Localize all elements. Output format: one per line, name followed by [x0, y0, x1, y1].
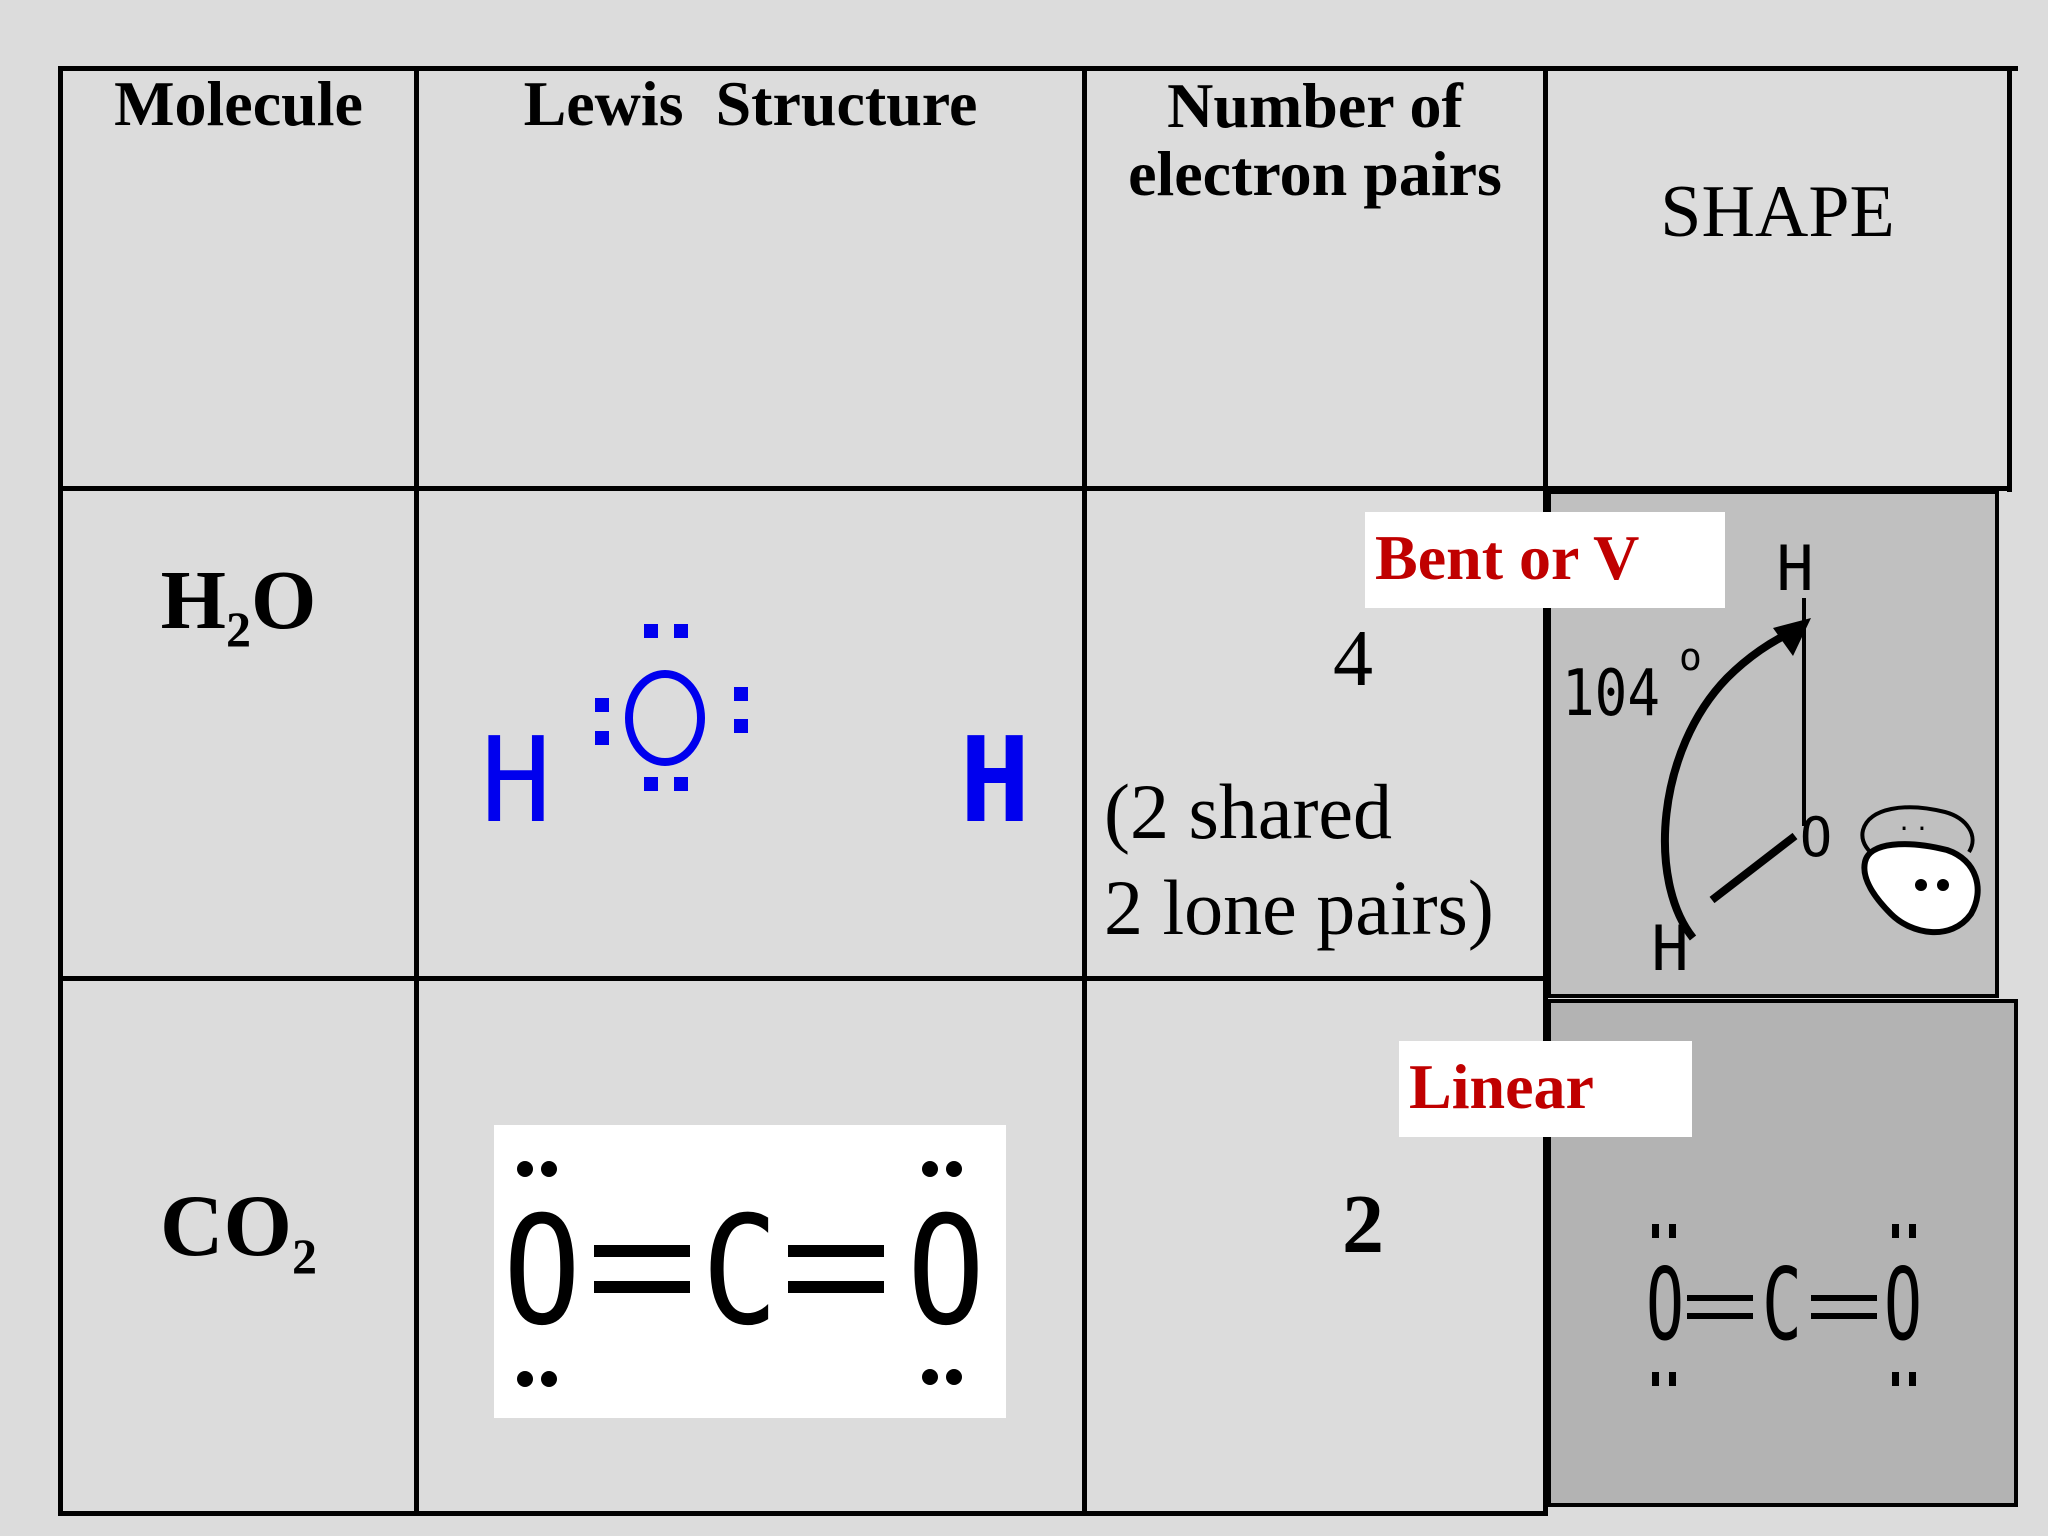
- table-border-top: [58, 66, 2018, 71]
- column-divider-1: [414, 66, 419, 1516]
- lewis-atom-h-left: H: [480, 711, 551, 849]
- lone-pair-dots-upper: · ·: [1900, 812, 1927, 845]
- co2-lone-pair-bottom-left-1: [517, 1371, 533, 1387]
- co2-lone-pair-bottom-left-2: [541, 1371, 557, 1387]
- shape-diagram-h2o: H O H 104 o · ·: [1547, 490, 1999, 998]
- co2-lone-pair-top-left-1: [517, 1161, 533, 1177]
- co2-lone-pair-top-left-2: [541, 1161, 557, 1177]
- bond-line-diagonal: [1709, 832, 1798, 904]
- co2-lone-pair-bottom-right-2: [946, 1369, 962, 1385]
- lewis-lone-pair-bottom-1: [644, 777, 658, 791]
- co2-lone-pair-bottom-right-1: [922, 1369, 938, 1385]
- row-divider-1: [58, 486, 2012, 491]
- header-lewis-structure: Lewis Structure: [523, 68, 978, 139]
- lewis-structure-co2: O C O: [494, 1125, 1006, 1418]
- header-shape: SHAPE: [1660, 171, 1895, 253]
- lewis-bond-pair-right-bottom: [734, 719, 748, 733]
- lone-pair-dot-2: [1937, 879, 1949, 891]
- co2-shape-atom-o-right: O: [1884, 1246, 1922, 1363]
- lewis-bond-pair-right-top: [734, 687, 748, 701]
- co2-lone-pair-top-right-1: [922, 1161, 938, 1177]
- table-border-bottom: [58, 1511, 1547, 1516]
- co2-shape-atom-c: C: [1762, 1246, 1802, 1363]
- co2-shape-bond-left-top: [1687, 1295, 1753, 1301]
- bond-angle-degree: o: [1679, 635, 1702, 679]
- formula-h2o: H2O: [160, 554, 317, 657]
- bond-angle-value: 104: [1562, 657, 1660, 731]
- shape-atom-h-top: H: [1776, 532, 1813, 605]
- table-border-left: [58, 66, 63, 1516]
- co2-double-bond-left-bottom: [594, 1281, 690, 1293]
- co2-shape-lone-pair-bottom-left-1: [1652, 1372, 1659, 1386]
- bond-angle-arc: [1660, 626, 1799, 941]
- bond-angle-arrowhead: [1773, 618, 1811, 656]
- pairs-note-line-2: 2 lone pairs): [1104, 864, 1494, 951]
- pairs-note-line-1: (2 shared: [1104, 768, 1393, 855]
- molecular-geometry-table: Molecule Lewis Structure Number of elect…: [58, 66, 2018, 1516]
- header-number-of-electron-pairs: Number of electron pairs: [1087, 72, 1543, 208]
- lewis-atom-o: [625, 670, 705, 766]
- co2-lone-pair-top-right-2: [946, 1161, 962, 1177]
- row-divider-2: [58, 976, 1547, 981]
- lewis-lone-pair-top-1: [644, 624, 658, 638]
- co2-shape-lone-pair-bottom-right-2: [1909, 1372, 1916, 1386]
- shape-label-linear: Linear: [1399, 1041, 1692, 1137]
- co2-atom-c: C: [702, 1185, 778, 1359]
- pairs-count-h2o: 4: [1333, 615, 1373, 703]
- co2-double-bond-left-top: [594, 1245, 690, 1257]
- header-pairs-line-1: Number of: [1167, 70, 1463, 141]
- co2-shape-atom-o-left: O: [1646, 1246, 1684, 1363]
- co2-shape-lone-pair-top-left-1: [1652, 1224, 1659, 1238]
- co2-shape-lone-pair-top-right-2: [1909, 1224, 1916, 1238]
- co2-shape-bond-right-bottom: [1811, 1313, 1877, 1319]
- pairs-count-co2: 2: [1342, 1178, 1384, 1271]
- co2-double-bond-right-top: [788, 1245, 884, 1257]
- lone-pair-dot-1: [1915, 879, 1927, 891]
- table-border-right: [2007, 66, 2012, 492]
- formula-co2: CO2: [160, 1178, 317, 1284]
- shape-label-bent: Bent or V: [1365, 512, 1725, 608]
- co2-shape-bond-left-bottom: [1687, 1313, 1753, 1319]
- co2-atom-o-left: O: [503, 1185, 581, 1359]
- lewis-lone-pair-top-2: [674, 624, 688, 638]
- lewis-bond-pair-left-top: [595, 698, 609, 712]
- header-molecule: Molecule: [114, 68, 363, 139]
- column-divider-2: [1082, 66, 1087, 1516]
- co2-shape-bond-right-top: [1811, 1295, 1877, 1301]
- lewis-lone-pair-bottom-2: [674, 777, 688, 791]
- header-pairs-line-2: electron pairs: [1128, 138, 1502, 209]
- shape-diagram-co2: O C O: [1547, 999, 2018, 1507]
- lewis-structure-h2o: H H: [419, 491, 1082, 976]
- lewis-atom-h-right: H: [959, 711, 1030, 849]
- lewis-bond-pair-left-bottom: [595, 731, 609, 745]
- co2-shape-lone-pair-bottom-left-2: [1669, 1372, 1676, 1386]
- pairs-note-h2o: (2 shared 2 lone pairs): [1104, 764, 1494, 956]
- co2-shape-lone-pair-top-right-1: [1892, 1224, 1899, 1238]
- co2-shape-lone-pair-bottom-right-1: [1892, 1372, 1899, 1386]
- column-divider-3: [1543, 66, 1548, 1516]
- co2-double-bond-right-bottom: [788, 1281, 884, 1293]
- co2-shape-lone-pair-top-left-2: [1669, 1224, 1676, 1238]
- co2-atom-o-right: O: [907, 1185, 985, 1359]
